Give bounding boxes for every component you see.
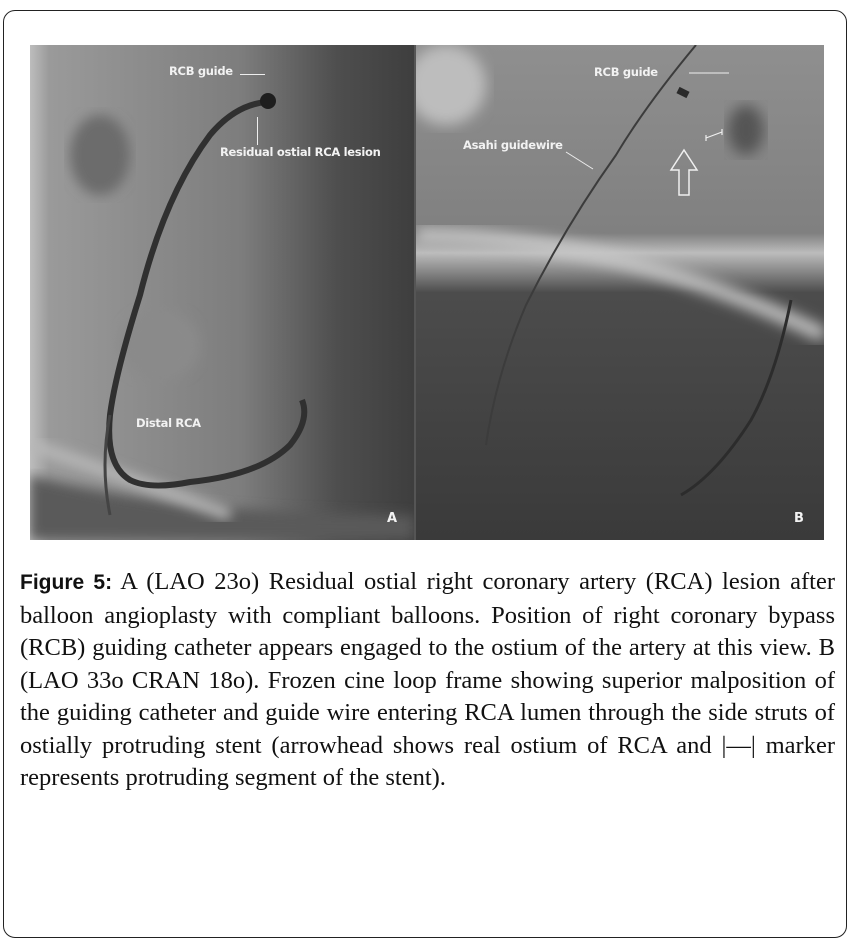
panel-b-letter: B [794,511,804,526]
guidewire-label: Asahi guidewire [463,138,563,152]
angiogram-figure: RCB guide Residual ostial RCA lesion Dis… [30,45,824,540]
panel-a-letter: A [387,511,398,526]
figure-frame [3,10,847,938]
caption-label: Figure 5: [20,571,113,594]
pointer-line [257,117,258,145]
lesion-label: Residual ostial RCA lesion [220,145,381,159]
figure-caption: Figure 5: A (LAO 23o) Residual ostial ri… [20,566,835,795]
rcb-guide-label: RCB guide [594,65,658,79]
panel-b-image [416,45,824,540]
pointer-line [240,74,265,75]
panel-b-angiogram: RCB guide Asahi guidewire B [416,45,824,540]
panel-a-image [30,45,414,540]
distal-rca-label: Distal RCA [136,416,201,430]
caption-text: A (LAO 23o) Residual ostial right corona… [20,568,835,791]
rcb-guide-label: RCB guide [169,64,233,78]
panel-a-angiogram: RCB guide Residual ostial RCA lesion Dis… [30,45,414,540]
